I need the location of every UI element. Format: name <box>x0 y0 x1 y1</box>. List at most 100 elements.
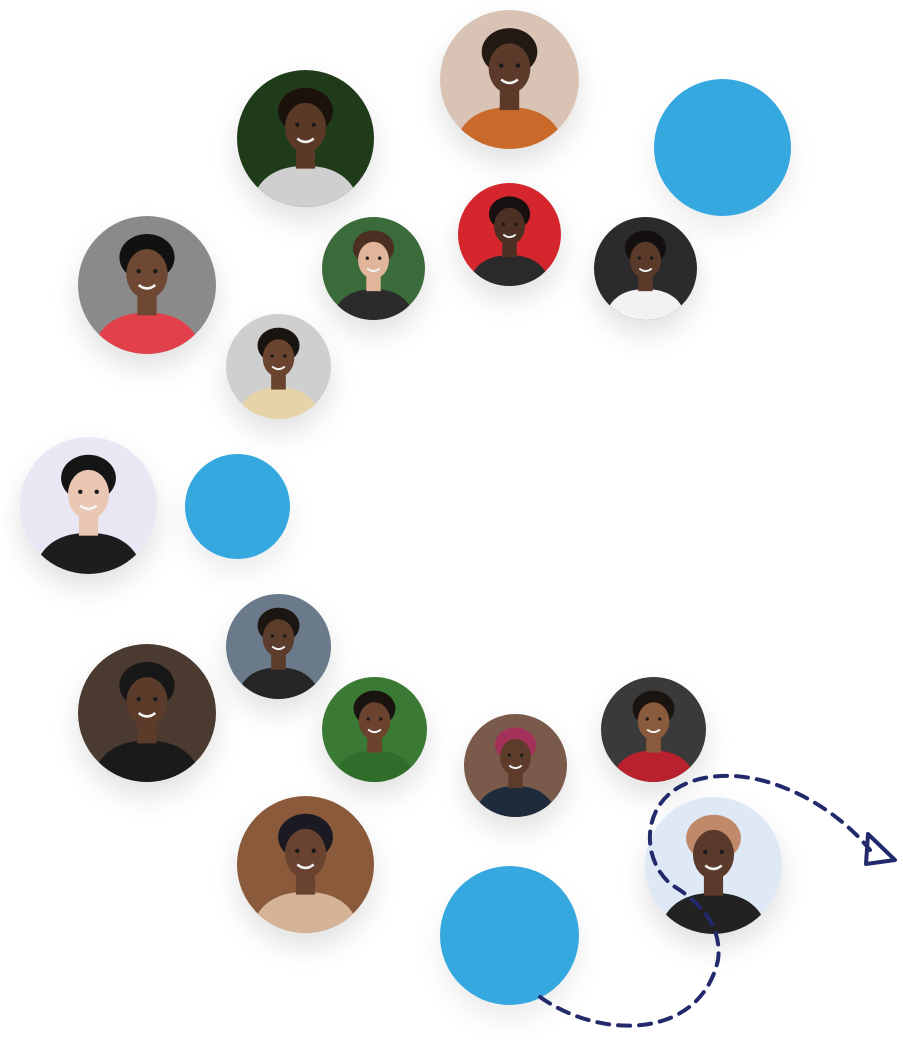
neck <box>646 737 661 753</box>
eye <box>378 256 382 260</box>
shirt <box>236 387 321 419</box>
eye <box>78 489 83 494</box>
portrait-photo <box>237 796 374 933</box>
neck <box>502 242 517 258</box>
eye <box>295 122 300 127</box>
neck <box>508 773 523 789</box>
face <box>284 102 327 153</box>
arrow-head-icon <box>864 832 897 866</box>
smile <box>704 864 723 871</box>
shirt <box>250 891 361 933</box>
smile <box>137 712 157 718</box>
eye <box>501 222 505 226</box>
member-avatar <box>237 70 374 207</box>
face <box>494 207 525 245</box>
portrait-photo <box>226 594 331 699</box>
eye <box>637 256 641 260</box>
member-avatar <box>237 796 374 933</box>
smile <box>296 863 315 870</box>
portrait-photo <box>464 714 567 817</box>
eye <box>645 717 649 721</box>
face <box>488 43 531 94</box>
eye <box>515 63 521 68</box>
member-avatar <box>601 677 706 782</box>
eye <box>270 354 274 358</box>
neck <box>271 654 286 670</box>
eye <box>295 848 300 853</box>
member-avatar <box>226 594 331 699</box>
eye <box>136 268 141 274</box>
eye <box>520 753 524 757</box>
eye <box>703 849 708 854</box>
neck <box>78 516 99 536</box>
smile <box>508 764 523 769</box>
eye <box>650 256 654 260</box>
neck <box>295 875 316 895</box>
accent-dot <box>440 866 579 1005</box>
portrait-photo <box>322 217 425 320</box>
face <box>500 738 531 776</box>
neck <box>499 90 520 111</box>
face <box>692 829 735 880</box>
member-avatar <box>78 216 216 354</box>
member-avatar <box>645 797 782 934</box>
eye <box>514 222 518 226</box>
neck <box>366 276 381 292</box>
neck <box>271 374 286 390</box>
shirt <box>474 786 557 817</box>
eye <box>153 268 158 274</box>
eye <box>719 849 724 854</box>
shirt <box>332 750 417 782</box>
face <box>637 702 670 740</box>
eye <box>366 717 370 721</box>
shirt <box>91 740 203 782</box>
portrait-photo <box>601 677 706 782</box>
neck <box>638 276 653 292</box>
eye <box>311 122 316 127</box>
eye <box>136 696 141 702</box>
face <box>126 677 168 727</box>
shirt <box>33 532 144 574</box>
eye <box>658 717 662 721</box>
portrait-photo <box>237 70 374 207</box>
portrait-photo <box>440 10 579 149</box>
eye <box>311 848 316 853</box>
portrait-photo <box>458 183 561 286</box>
member-avatar <box>20 437 157 574</box>
eye <box>270 634 274 638</box>
smile <box>502 233 517 238</box>
member-avatar <box>322 217 425 320</box>
face <box>630 241 661 279</box>
portrait-photo <box>322 677 427 782</box>
portrait-photo <box>594 217 697 320</box>
eye <box>283 354 287 358</box>
smile <box>367 728 382 734</box>
shirt <box>468 255 551 286</box>
face <box>67 469 110 520</box>
shirt <box>604 289 687 320</box>
smile <box>646 728 661 734</box>
face <box>262 339 295 377</box>
member-avatar <box>464 714 567 817</box>
member-avatar <box>440 10 579 149</box>
smile <box>366 267 381 272</box>
member-avatar <box>226 314 331 419</box>
neck <box>137 724 157 744</box>
neck <box>295 149 316 169</box>
shirt <box>658 892 769 934</box>
smile <box>271 365 286 371</box>
neck <box>137 296 157 316</box>
eye <box>365 256 369 260</box>
accent-dot <box>654 79 791 216</box>
smile <box>296 137 315 144</box>
face <box>358 702 391 740</box>
face <box>358 241 389 279</box>
portrait-photo <box>78 216 216 354</box>
shirt <box>250 165 361 207</box>
eye <box>498 63 504 68</box>
portrait-photo <box>226 314 331 419</box>
eye <box>379 717 383 721</box>
dashed-path <box>538 773 872 1028</box>
neck <box>703 876 724 896</box>
